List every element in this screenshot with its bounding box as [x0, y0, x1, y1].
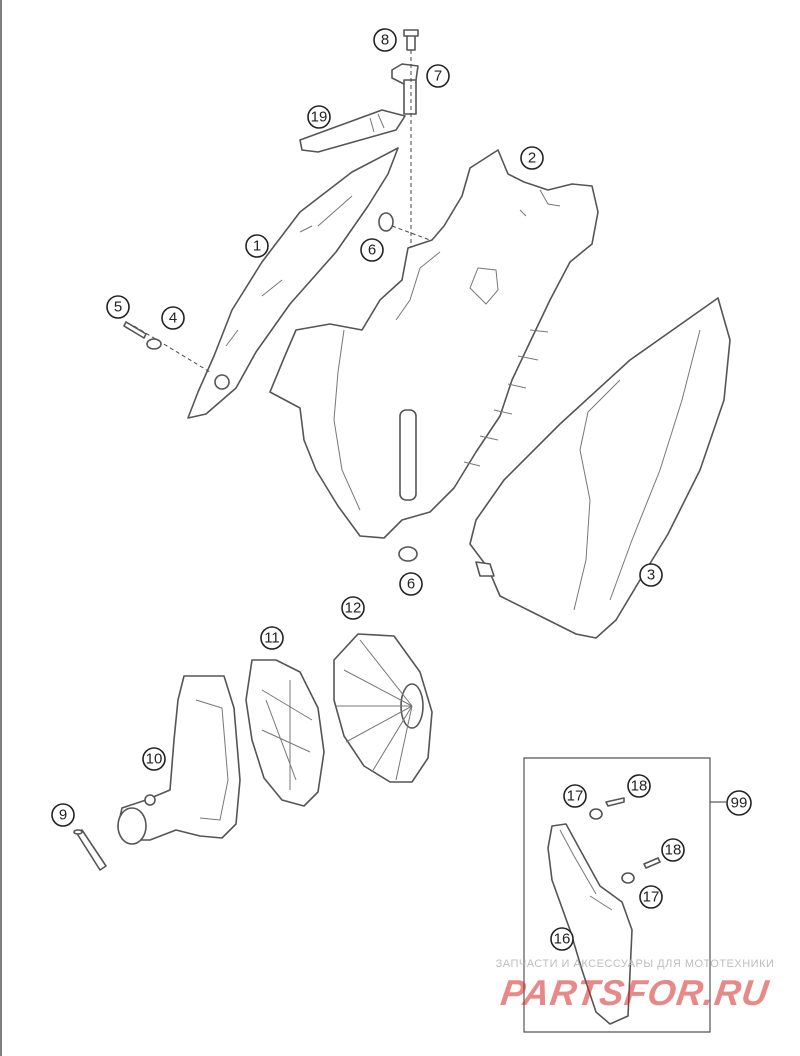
watermark-logo: PARTSFOR.RU: [498, 972, 772, 1013]
callout-17-top-label: 17: [567, 788, 584, 805]
part-5-bolt: [123, 321, 147, 339]
part-10-intake-boot: [117, 675, 241, 845]
callout-10-label: 10: [146, 751, 163, 768]
part-9-hose-clamp: [73, 829, 107, 871]
part-7-clip: [391, 63, 419, 115]
part-6-grommet-bottom: [398, 546, 418, 562]
callout-8: 8: [373, 28, 397, 52]
callout-6-bottom-label: 6: [407, 576, 415, 593]
part-2-airbox: [269, 149, 599, 539]
callout-11-label: 11: [264, 630, 280, 647]
callout-2: 2: [520, 146, 544, 170]
part-18-screw-top: [605, 797, 625, 807]
part-17-nut-top: [589, 808, 603, 820]
callout-6-top-label: 6: [368, 242, 376, 259]
callout-12-label: 12: [345, 600, 362, 617]
callout-18-top: 18: [627, 774, 651, 798]
callout-5-label: 5: [114, 299, 122, 316]
callout-10: 10: [142, 747, 166, 771]
part-1-side-cover: [187, 147, 399, 419]
kit-99-box: [523, 757, 726, 1033]
callout-7: 7: [426, 64, 450, 88]
callout-3: 3: [639, 563, 663, 587]
part-19-strap: [299, 109, 406, 153]
callout-4-label: 4: [169, 310, 177, 327]
callout-12: 12: [341, 596, 365, 620]
watermark-tagline: ЗАПЧАСТИ И АКСЕССУАРЫ ДЛЯ МОТОТЕХНИКИ: [495, 958, 775, 970]
callout-11: 11: [260, 626, 284, 650]
callout-19: 19: [307, 105, 331, 129]
callout-2-label: 2: [528, 150, 536, 167]
part-17-nut-bottom: [621, 872, 635, 884]
part-4-washer: [146, 338, 162, 350]
callout-99-label: 99: [731, 795, 748, 812]
watermark: ЗАПЧАСТИ И АКСЕССУАРЫ ДЛЯ МОТОТЕХНИКИ PA…: [480, 958, 790, 1014]
callout-5: 5: [106, 295, 130, 319]
part-6-grommet-top: [378, 212, 394, 232]
callout-18-bottom: 18: [661, 838, 685, 862]
callout-6-top: 6: [360, 238, 384, 262]
callout-17-bottom: 17: [639, 885, 663, 909]
callout-9-label: 9: [59, 807, 67, 824]
callout-8-label: 8: [381, 32, 389, 49]
callout-9: 9: [51, 803, 75, 827]
callout-16: 16: [550, 927, 574, 951]
callout-1-label: 1: [253, 238, 261, 255]
callout-7-label: 7: [434, 68, 442, 85]
callout-19-label: 19: [311, 109, 328, 126]
callout-18-top-label: 18: [631, 778, 648, 795]
part-3-right-cover: [469, 297, 731, 639]
callout-4: 4: [161, 306, 185, 330]
callout-18-bottom-label: 18: [665, 842, 682, 859]
part-18-screw-bottom: [643, 857, 661, 869]
callout-3-label: 3: [647, 567, 655, 584]
callout-16-label: 16: [554, 931, 571, 948]
callout-17-top: 17: [563, 784, 587, 808]
part-8-screw: [403, 29, 419, 51]
part-11-filter-cage: [245, 659, 325, 807]
callout-1: 1: [245, 234, 269, 258]
callout-17-bottom-label: 17: [643, 889, 660, 906]
callout-99: 99: [726, 790, 752, 816]
part-16-part: [547, 823, 633, 1025]
callout-6-bottom: 6: [399, 572, 423, 596]
part-12-air-filter: [333, 633, 433, 783]
